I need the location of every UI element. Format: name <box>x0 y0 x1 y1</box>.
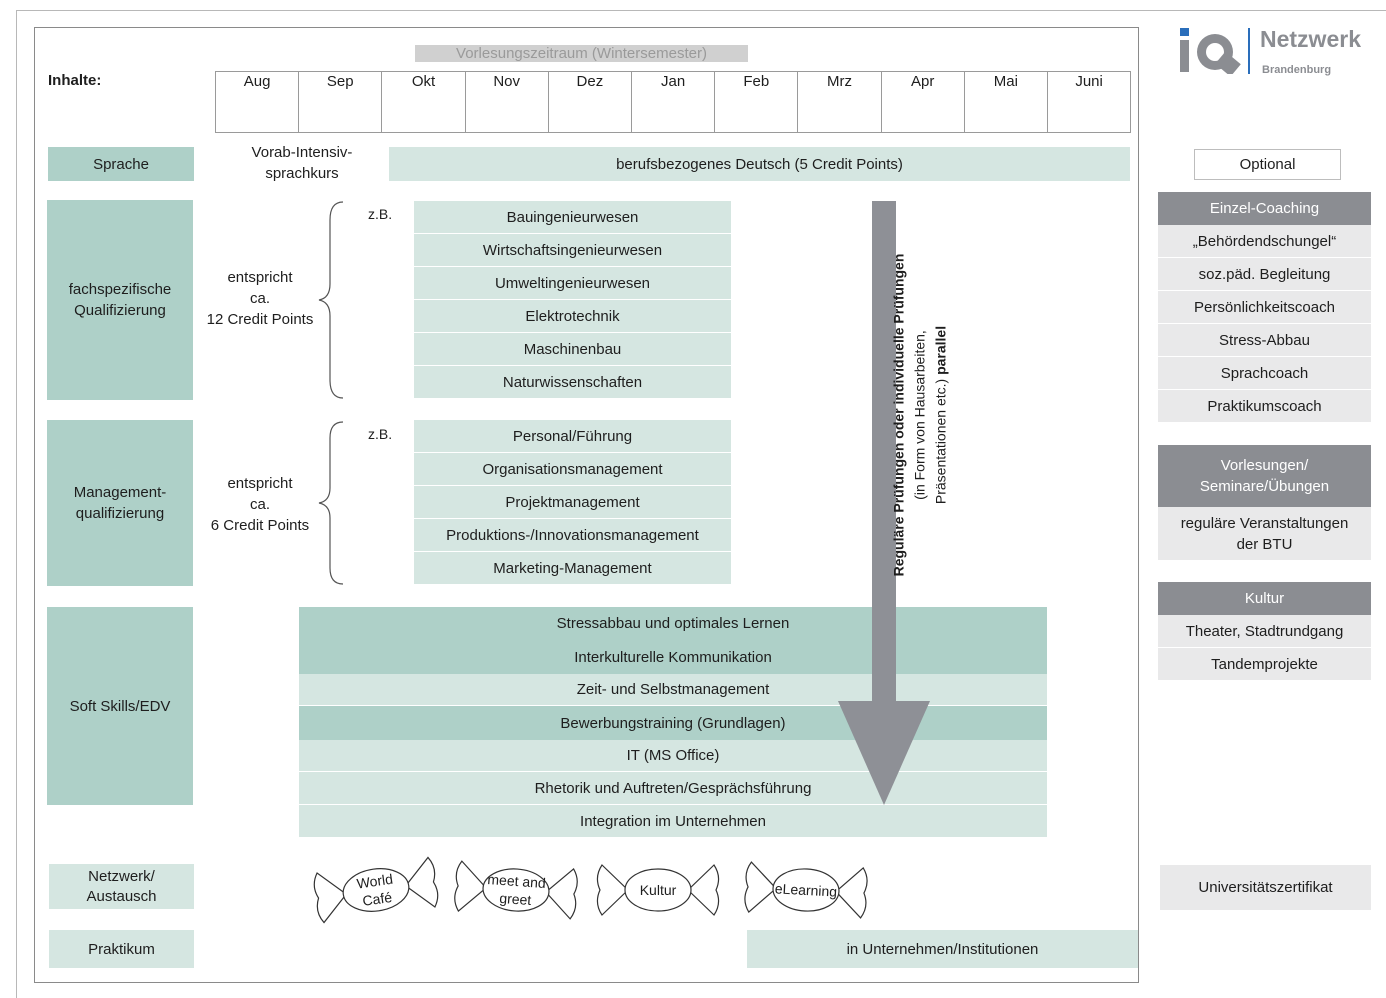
row-label-fach: fachspezifische Qualifizierung <box>47 200 193 400</box>
month-jan: Jan <box>631 71 714 133</box>
iq-logo-mark <box>1180 28 1241 77</box>
exam-arrow <box>838 201 930 805</box>
mgmt-credits-line3: 6 Credit Points <box>210 517 310 534</box>
mgmt-brace <box>318 421 344 585</box>
fach-item: Naturwissenschaften <box>414 366 731 399</box>
candy-3: eLearning <box>738 852 873 929</box>
candy-0: World Café <box>306 846 446 934</box>
culture-item: Theater, Stadtrundgang <box>1158 615 1371 648</box>
candy-shape <box>744 861 868 919</box>
german-course-bar: berufsbezogenes Deutsch (5 Credit Points… <box>389 147 1130 181</box>
candy-shape <box>313 856 439 924</box>
month-sep: Sep <box>298 71 381 133</box>
mgmt-item: Organisationsmanagement <box>414 453 731 486</box>
fach-credits-line3: 12 Credit Points <box>206 311 314 328</box>
fach-item: Wirtschaftsingenieurwesen <box>414 234 731 267</box>
fach-credits: entspricht ca. 12 Credit Points <box>200 267 320 330</box>
culture-item: Tandemprojekte <box>1158 648 1371 681</box>
row-label-soft: Soft Skills/EDV <box>47 607 193 805</box>
iq-logo: Netzwerk Brandenburg <box>1178 26 1378 77</box>
month-aug: Aug <box>215 71 298 133</box>
optional-title: Optional <box>1194 149 1341 180</box>
main-frame <box>34 27 1139 983</box>
month-grid <box>215 71 1131 133</box>
soft-item: Bewerbungstraining (Grundlagen) <box>299 706 1047 740</box>
candy-shape <box>596 864 720 916</box>
month-dez: Dez <box>547 71 631 133</box>
mgmt-item: Marketing-Management <box>414 552 731 585</box>
soft-item: Stressabbau und optimales Lernen <box>299 607 1047 640</box>
exam-text-line2: (in Form von Hausarbeiten, <box>911 330 928 500</box>
fach-brace <box>318 201 344 399</box>
lectures-text: reguläre Veranstaltungen der BTU <box>1158 507 1371 560</box>
culture-header: Kultur <box>1158 582 1371 615</box>
coaching-item: „Behördendschungel“ <box>1158 225 1371 258</box>
month-nov: Nov <box>464 71 548 133</box>
soft-item: IT (MS Office) <box>299 740 1047 772</box>
row-label-sprache: Sprache <box>48 147 194 181</box>
lectures-header: Vorlesungen/ Seminare/Übungen <box>1158 445 1371 507</box>
mgmt-item: Personal/Führung <box>414 420 731 453</box>
mgmt-eg: z.B. <box>368 426 393 442</box>
exam-text-parallel: parallel <box>932 325 949 375</box>
mgmt-credits-line1: entspricht <box>227 475 293 492</box>
internship-bar: in Unternehmen/Institutionen <box>747 930 1138 968</box>
page-border <box>16 10 1386 998</box>
mgmt-credits-line2: ca. <box>249 496 270 513</box>
soft-item: Interkulturelle Kommunikation <box>299 640 1047 674</box>
candy-label: eLearning <box>774 880 838 900</box>
semester-period-bar: Vorlesungszeitraum (Wintersemester) <box>415 45 748 62</box>
fach-eg: z.B. <box>368 206 393 222</box>
candy-shape <box>454 860 578 920</box>
soft-item: Zeit- und Selbstmanagement <box>299 674 1047 706</box>
month-feb: Feb <box>714 71 797 133</box>
mgmt-item: Produktions-/Innovationsmanagement <box>414 519 731 552</box>
soft-item: Rhetorik und Auftreten/Gesprächsführung <box>299 772 1047 805</box>
fach-item: Maschinenbau <box>414 333 731 366</box>
candy-1: meet and greet <box>448 850 585 929</box>
exam-text-bold: Reguläre Prüfungen oder individuelle Prü… <box>890 253 907 577</box>
row-label-praktikum: Praktikum <box>49 930 194 968</box>
mgmt-item: Projektmanagement <box>414 486 731 519</box>
logo-divider <box>1248 28 1250 74</box>
logo-region: Brandenburg <box>1262 64 1332 76</box>
month-mai: Mai <box>963 71 1047 133</box>
coaching-item: Praktikumscoach <box>1158 390 1371 423</box>
fach-credits-line2: ca. <box>249 290 270 307</box>
exam-text-line3: Präsentationen etc.) parallel <box>931 254 952 577</box>
fach-item: Elektrotechnik <box>414 300 731 333</box>
coaching-item: Persönlichkeitscoach <box>1158 291 1371 324</box>
contents-label: Inhalte: <box>48 72 102 89</box>
row-label-mgmt: Management-qualifizierung <box>47 420 193 586</box>
candy-label: Kultur <box>639 882 677 898</box>
mgmt-credits: entspricht ca. 6 Credit Points <box>200 473 320 536</box>
pre-language-course: Vorab-Intensiv-sprachkurs <box>251 144 353 182</box>
fach-item: Bauingenieurwesen <box>414 201 731 234</box>
month-apr: Apr <box>880 71 964 133</box>
row-label-netz: Netzwerk/ Austausch <box>49 864 194 909</box>
certificate-box: Universitätszertifikat <box>1160 865 1371 910</box>
month-mrz: Mrz <box>797 71 880 133</box>
candy-label: World Café <box>355 870 394 909</box>
fach-item: Umweltingenieurwesen <box>414 267 731 300</box>
candy-label: meet and greet <box>486 871 547 909</box>
coaching-item: Stress-Abbau <box>1158 324 1371 357</box>
soft-item: Integration im Unternehmen <box>299 805 1047 838</box>
fach-credits-line1: entspricht <box>227 269 293 286</box>
coaching-item: Sprachcoach <box>1158 357 1371 390</box>
month-juni: Juni <box>1047 71 1130 133</box>
coaching-item: soz.päd. Begleitung <box>1158 258 1371 291</box>
coaching-header: Einzel-Coaching <box>1158 192 1371 225</box>
candy-2: Kultur <box>592 855 724 925</box>
exam-text-line3-prefix: Präsentationen etc.) <box>932 378 949 505</box>
logo-brand: Netzwerk <box>1260 26 1361 52</box>
month-okt: Okt <box>381 71 464 133</box>
